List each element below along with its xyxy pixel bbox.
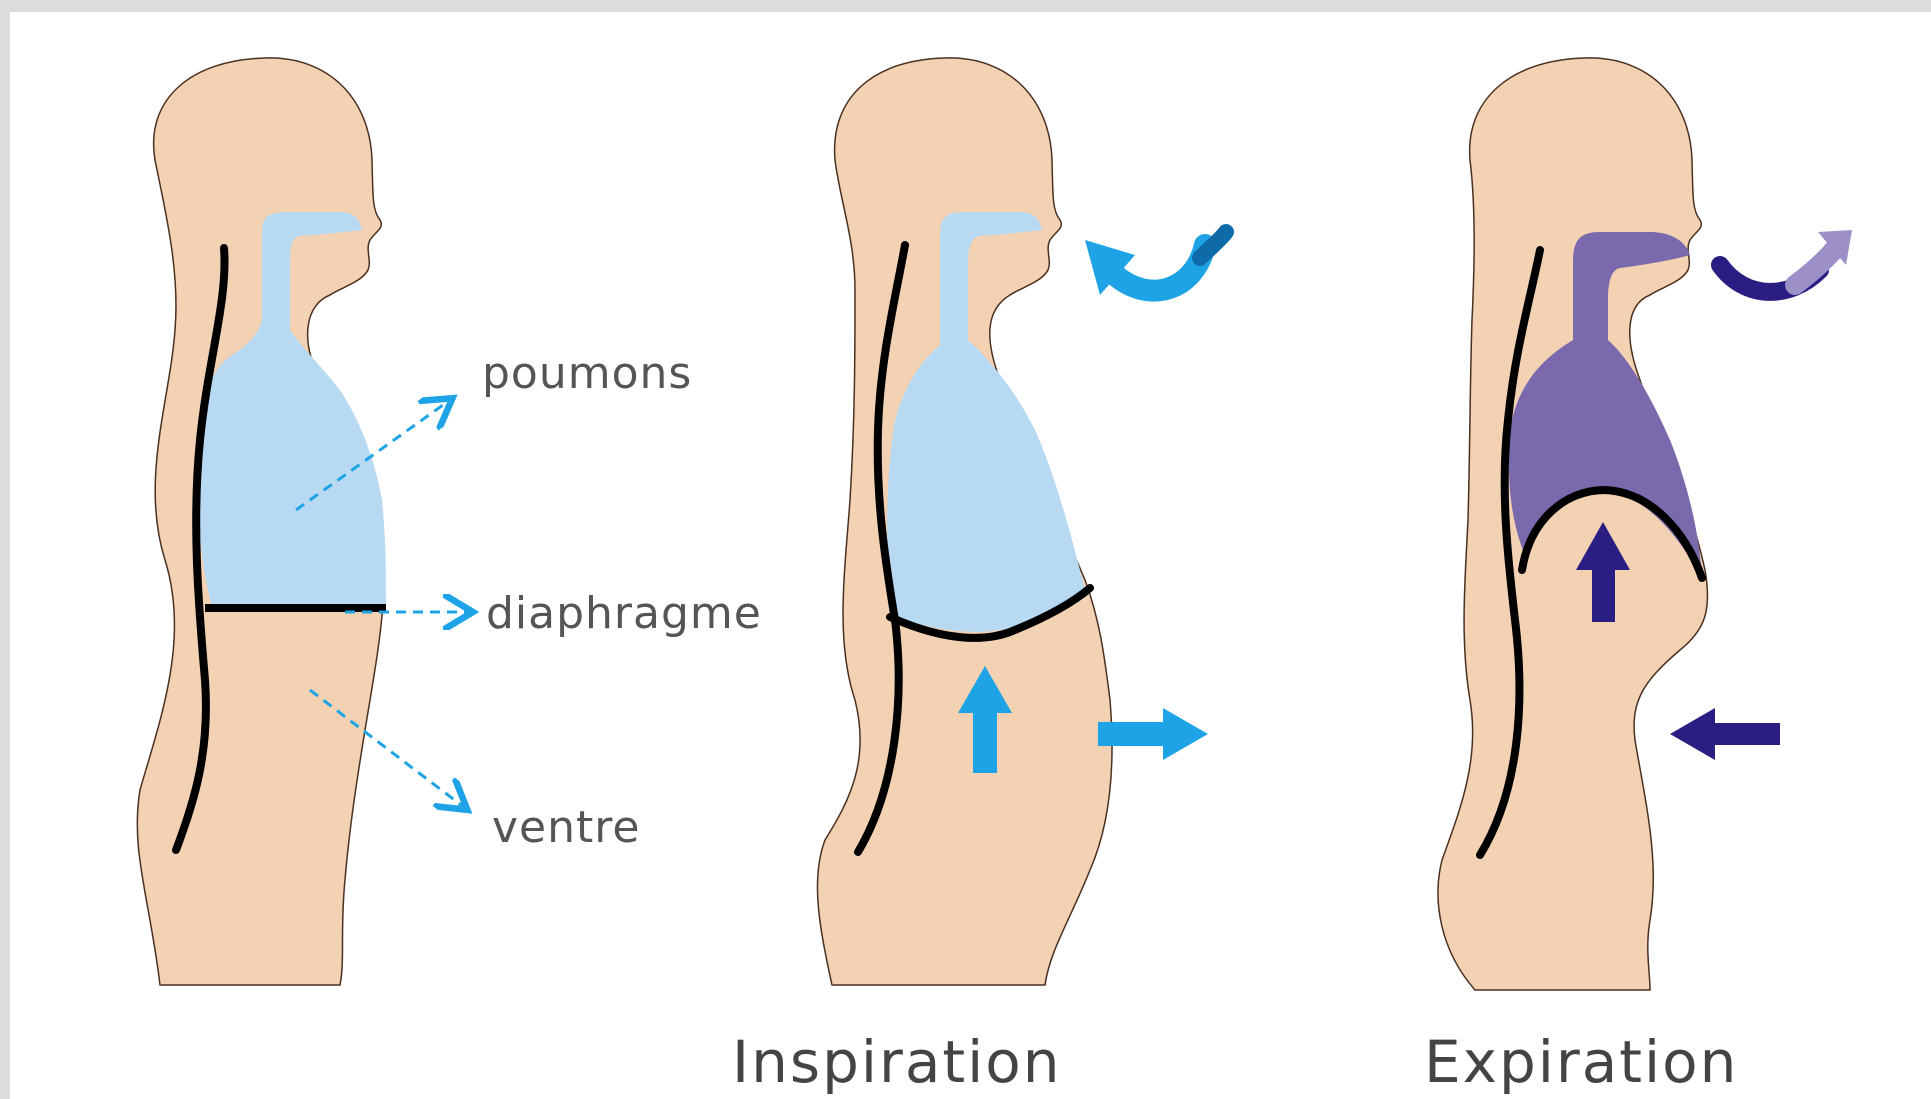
lungs-label: poumons: [482, 348, 692, 399]
expiration-figure: [1438, 58, 1852, 990]
belly-in-arrow: [1670, 708, 1780, 760]
air-out-curved-arrow: [1720, 230, 1852, 292]
air-in-curved-arrow: [1085, 232, 1226, 295]
expiration-caption: Expiration: [1424, 1028, 1738, 1096]
belly-out-arrow: [1098, 708, 1208, 760]
belly-label: ventre: [492, 802, 640, 853]
inspiration-figure: [817, 58, 1226, 985]
diaphragm-label: diaphragme: [486, 588, 762, 639]
inspiration-caption: Inspiration: [732, 1028, 1062, 1096]
anatomy-figure: poumons diaphragme ventre: [137, 58, 762, 985]
